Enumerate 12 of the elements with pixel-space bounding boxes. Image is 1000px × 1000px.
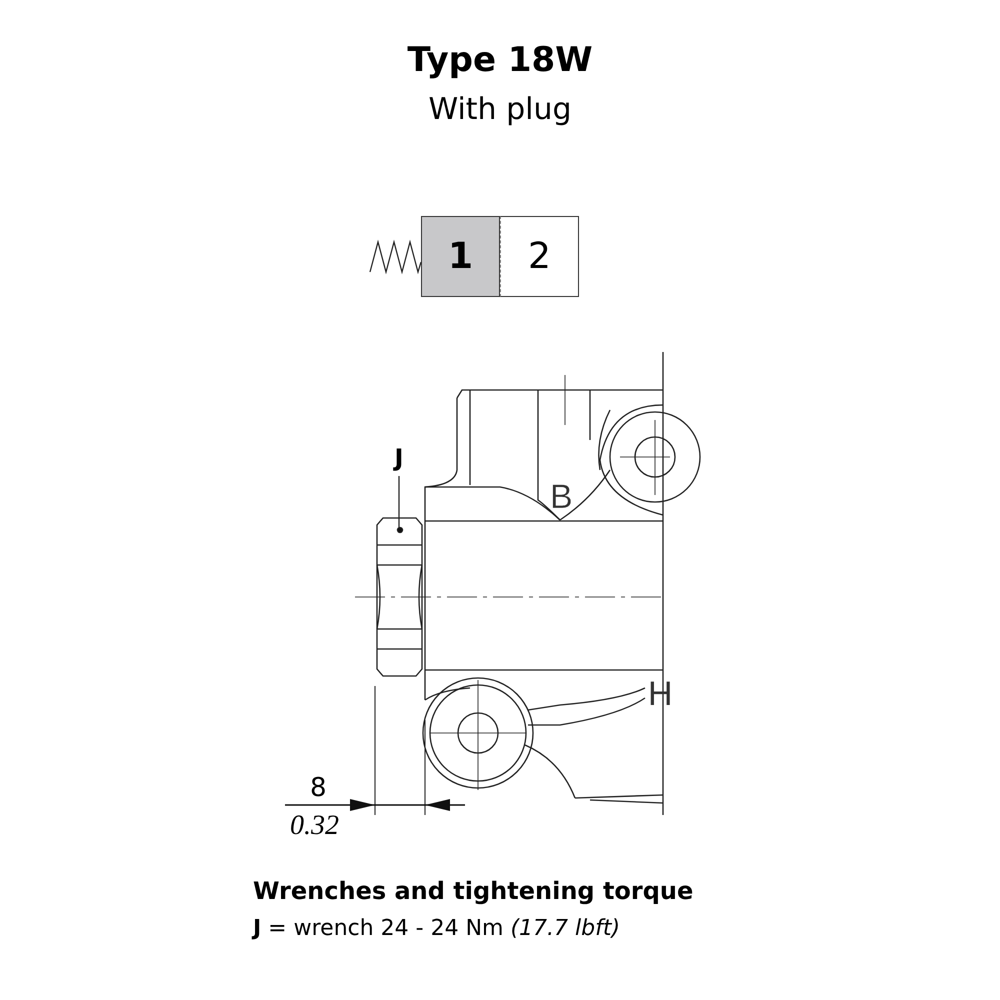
hex-nut-drawing [375, 517, 424, 677]
position-box: 2 [500, 216, 579, 297]
title: Type 18W [406, 40, 594, 80]
note-text: J = wrench 24 - 24 Nm (17.7 lbft) [253, 916, 620, 941]
callout-letter: J [388, 444, 410, 474]
dimension-value: 0.32 [290, 810, 339, 842]
position-box: 1 [421, 216, 500, 297]
dimension-value: 8 [310, 773, 327, 803]
subtitle: With plug [427, 92, 573, 127]
leader-line [398, 476, 400, 529]
note-heading: Wrenches and tightening torque [253, 877, 694, 905]
port-letter: B [550, 478, 573, 517]
